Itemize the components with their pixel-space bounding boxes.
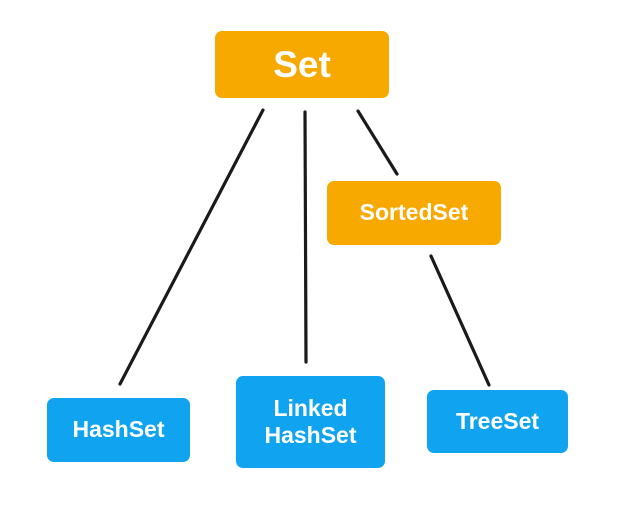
node-hashset: HashSet (47, 398, 190, 462)
node-set-label: Set (273, 43, 331, 85)
edge-sortedset-to-treeset (429, 254, 491, 387)
edge-set-to-hashset (118, 108, 265, 386)
node-sortedset: SortedSet (327, 181, 501, 245)
node-linkedhashset-label-line1: Linked (273, 394, 348, 421)
node-hashset-label: HashSet (72, 416, 165, 443)
node-linkedhashset-label-line2: HashSet (264, 422, 357, 448)
node-sortedset-label: SortedSet (359, 199, 469, 226)
node-linkedhashset: Linked HashSet (236, 376, 385, 468)
node-treeset-label: TreeSet (455, 407, 540, 434)
node-treeset: TreeSet (427, 390, 568, 453)
edge-set-to-sortedset (356, 109, 399, 176)
edge-set-to-linkedhashset (303, 110, 308, 364)
node-set: Set (215, 31, 389, 98)
